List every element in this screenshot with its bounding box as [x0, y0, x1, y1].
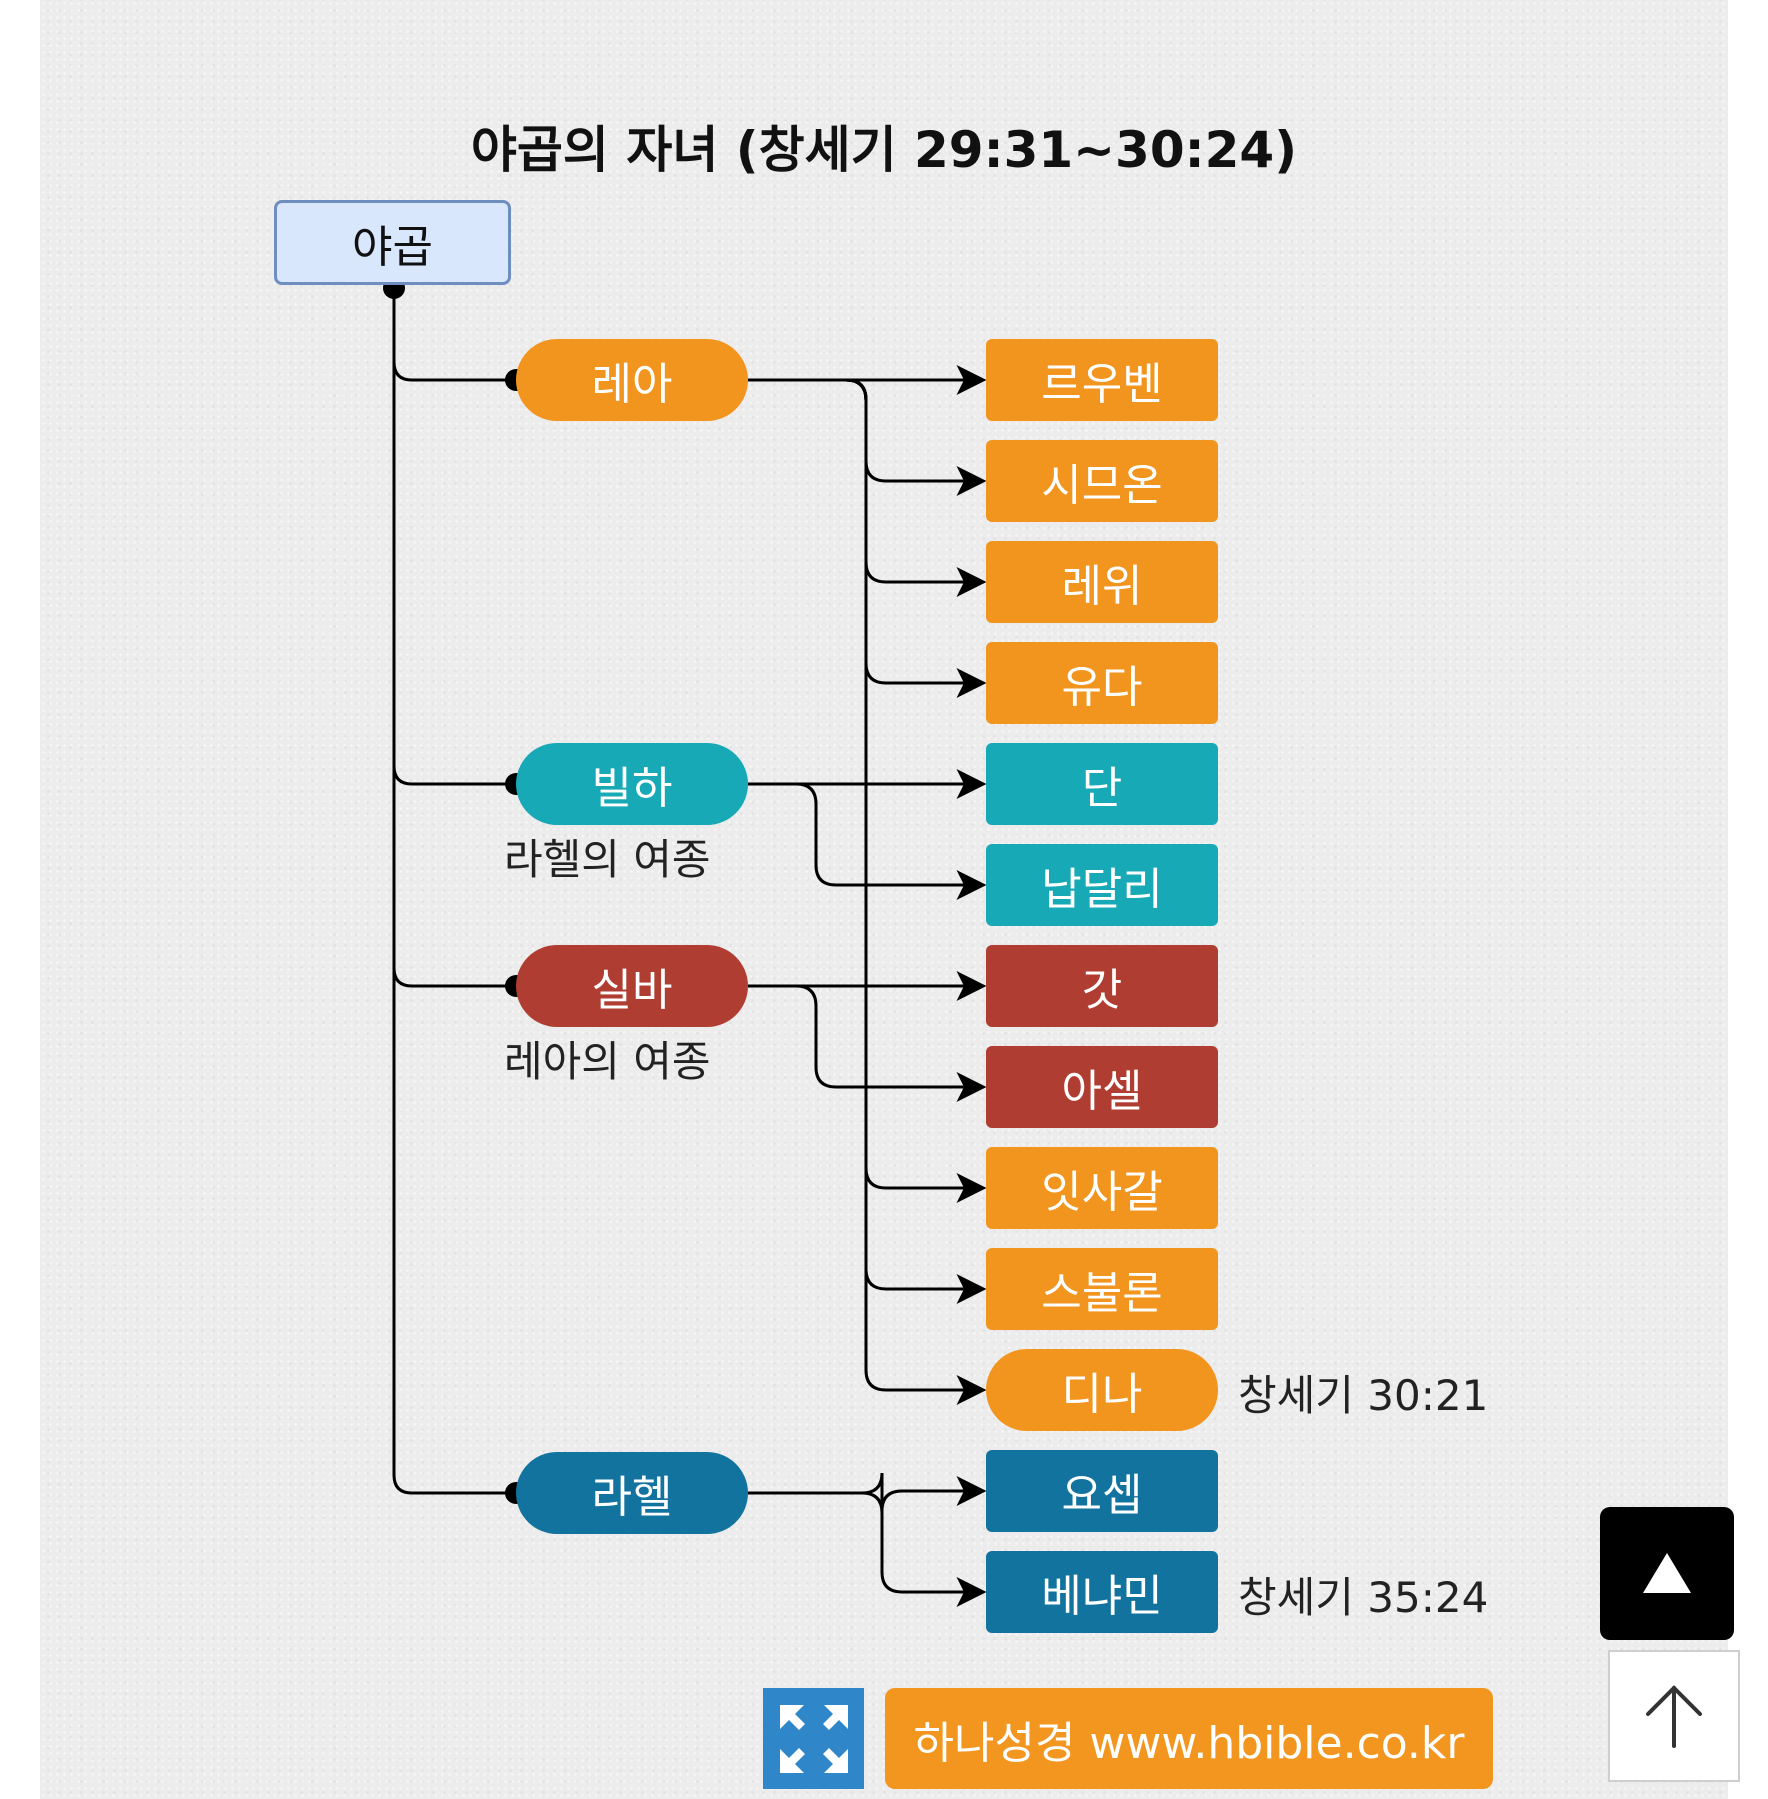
- node-jacob-label: 야곱: [352, 221, 433, 273]
- node-mother-bilhah: 빌하: [516, 743, 748, 825]
- arrow-up-icon: [1646, 1685, 1702, 1748]
- node-jacob: 야곱: [274, 200, 511, 285]
- paper-background: [40, 0, 1728, 1799]
- node-child: 납달리: [986, 844, 1218, 926]
- node-child: 아셀: [986, 1046, 1218, 1128]
- node-child: 레위: [986, 541, 1218, 623]
- node-mother-label: 빌하: [591, 763, 673, 814]
- node-mother-label: 실바: [591, 965, 673, 1016]
- edge-bilhah-child: [748, 782, 987, 900]
- edge-rachel-child: [748, 1472, 987, 1512]
- page-title: 야곱의 자녀 (창세기 29:31~30:24): [470, 121, 1298, 179]
- node-child-label: 단: [1081, 763, 1123, 814]
- node-child-label: 스불론: [1041, 1268, 1163, 1319]
- node-mother-label: 라헬: [591, 1472, 673, 1523]
- scroll-top-button[interactable]: [1600, 1507, 1734, 1640]
- edge-leah-child: [748, 378, 987, 1405]
- node-child-label: 르우벤: [1041, 359, 1163, 410]
- node-child-label: 갓: [1081, 965, 1123, 1016]
- node-child: 잇사갈: [986, 1147, 1218, 1229]
- child-note: 창세기 30:21: [1238, 1371, 1489, 1420]
- triangle-up-icon: [1643, 1552, 1691, 1593]
- expand-button[interactable]: [763, 1688, 864, 1789]
- node-child: 스불론: [986, 1248, 1218, 1330]
- node-child-label: 요셉: [1061, 1470, 1143, 1521]
- node-child-label: 디나: [1061, 1369, 1143, 1420]
- node-child-label: 잇사갈: [1041, 1167, 1163, 1218]
- node-child: 요셉: [986, 1450, 1218, 1532]
- edge-jacob-bilhah: [392, 288, 516, 786]
- node-child-label: 아셀: [1061, 1066, 1143, 1117]
- node-mother-rachel: 라헬: [516, 1452, 748, 1534]
- expand-arrows-icon: [779, 1704, 848, 1773]
- edge-jacob-leah: [392, 288, 516, 382]
- node-child: 베냐민: [986, 1551, 1218, 1633]
- mother-note-bilhah: 라헬의 여종: [504, 835, 711, 884]
- node-child-label: 유다: [1061, 662, 1143, 713]
- node-child: 시므온: [986, 440, 1218, 522]
- node-child: 르우벤: [986, 339, 1218, 421]
- edge-jacob-zilpah: [392, 288, 516, 988]
- site-banner-link[interactable]: 하나성경 www.hbible.co.kr: [885, 1688, 1493, 1789]
- node-child: 단: [986, 743, 1218, 825]
- edge-zilpah-child: [748, 984, 987, 1102]
- node-child-label: 레위: [1061, 561, 1143, 612]
- node-child-label: 납달리: [1041, 864, 1163, 915]
- node-child: 디나: [986, 1349, 1218, 1431]
- node-mother-label: 레아: [591, 359, 673, 410]
- node-mother-leah: 레아: [516, 339, 748, 421]
- mother-note-zilpah: 레아의 여종: [504, 1037, 711, 1086]
- edge-rachel-child: [748, 1491, 987, 1607]
- back-to-top-button[interactable]: [1608, 1650, 1740, 1782]
- node-child: 유다: [986, 642, 1218, 724]
- node-child-label: 시므온: [1041, 460, 1163, 511]
- node-child: 갓: [986, 945, 1218, 1027]
- node-child-label: 베냐민: [1041, 1571, 1163, 1622]
- node-mother-zilpah: 실바: [516, 945, 748, 1027]
- edge-jacob-rachel: [392, 288, 516, 1495]
- child-note: 창세기 35:24: [1238, 1573, 1489, 1622]
